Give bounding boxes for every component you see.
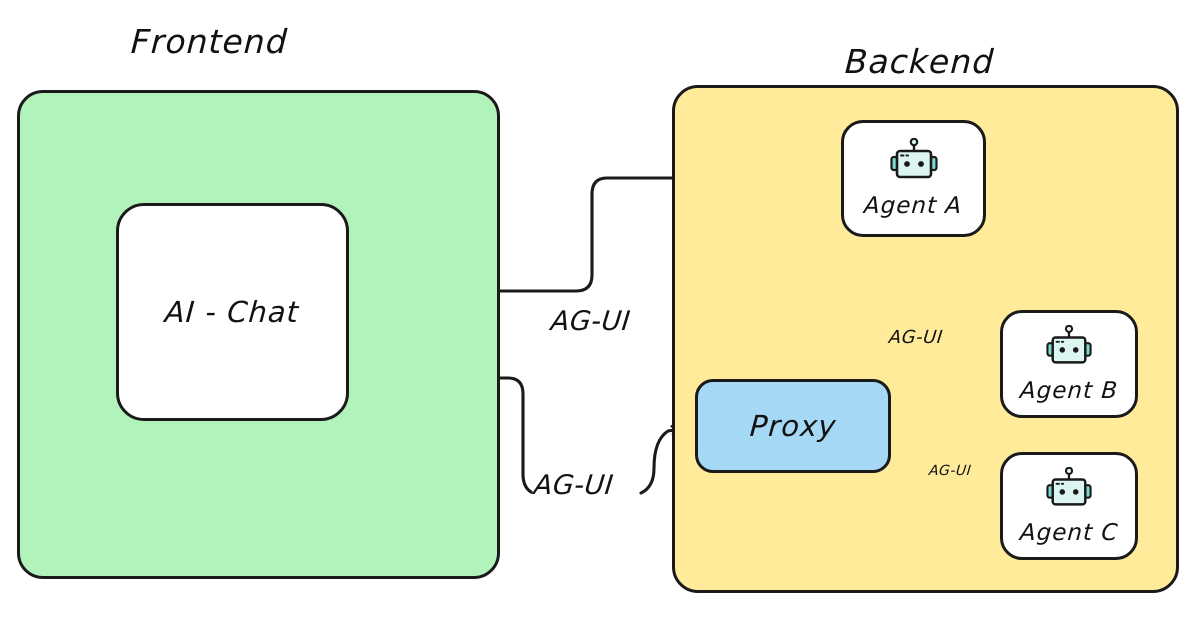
node-agent-b[interactable]: Agent B bbox=[1000, 310, 1138, 418]
group-frontend-title: Frontend bbox=[129, 22, 289, 61]
node-proxy-label: Proxy bbox=[748, 409, 838, 443]
edge-chat-to-agent-a bbox=[350, 178, 820, 293]
group-frontend bbox=[17, 90, 500, 579]
robot-icon bbox=[887, 137, 941, 190]
node-agent-c-label: Agent C bbox=[1018, 519, 1120, 546]
node-agent-b-label: Agent B bbox=[1018, 377, 1119, 404]
group-backend-title: Backend bbox=[843, 42, 996, 81]
node-agent-a[interactable]: Agent A bbox=[841, 120, 986, 237]
node-agent-c[interactable]: Agent C bbox=[1000, 452, 1138, 560]
node-agent-a-label: Agent A bbox=[863, 193, 964, 219]
edge-chat-to-proxy-seg2 bbox=[639, 429, 680, 495]
robot-icon bbox=[1043, 466, 1095, 517]
edge-label-proxy-to-agent-c: AG-UI bbox=[928, 463, 973, 479]
robot-icon bbox=[1043, 324, 1095, 375]
edge-label-chat-to-agent-a: AG-UI bbox=[549, 306, 633, 337]
edge-label-proxy-to-agent-b: AG-UI bbox=[887, 327, 944, 348]
node-proxy[interactable]: Proxy bbox=[695, 379, 891, 473]
node-ai-chat[interactable]: AI - Chat bbox=[116, 203, 349, 421]
node-ai-chat-label: AI - Chat bbox=[164, 295, 301, 329]
edge-chat-to-proxy-seg1 bbox=[350, 376, 533, 494]
edge-label-chat-to-proxy: AG-UI bbox=[532, 470, 616, 501]
